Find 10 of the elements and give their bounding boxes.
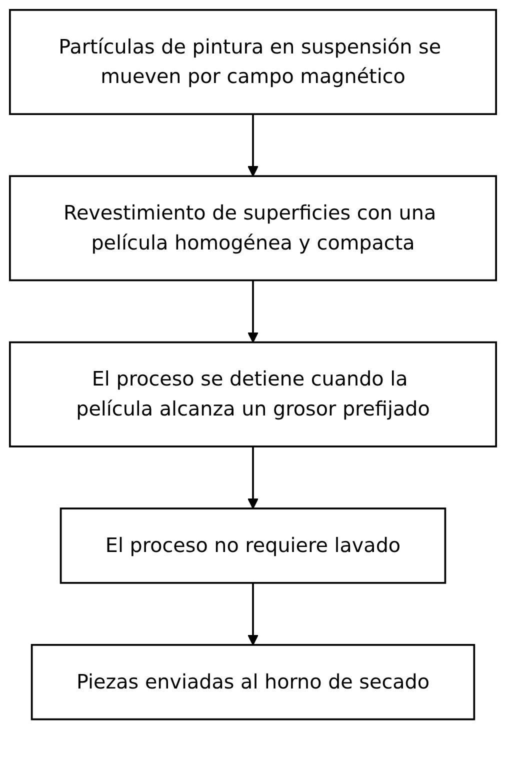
flowchart: Partículas de pintura en suspensión se mueven por campo magnético Revestimiento de superficies con una película homogénea y compacta El proceso se detiene cuando la película alcanza un grosor prefijado El proceso no requiere lavado Piezas enviadas al horno de secado <box>0 0 506 730</box>
arrow <box>248 446 258 509</box>
node-box <box>9 175 497 282</box>
node-box <box>60 508 446 584</box>
arrow <box>248 114 258 177</box>
node-box <box>9 9 497 116</box>
node-box <box>30 644 476 720</box>
arrow <box>248 280 258 343</box>
node-box <box>9 341 497 448</box>
arrow <box>248 582 258 646</box>
